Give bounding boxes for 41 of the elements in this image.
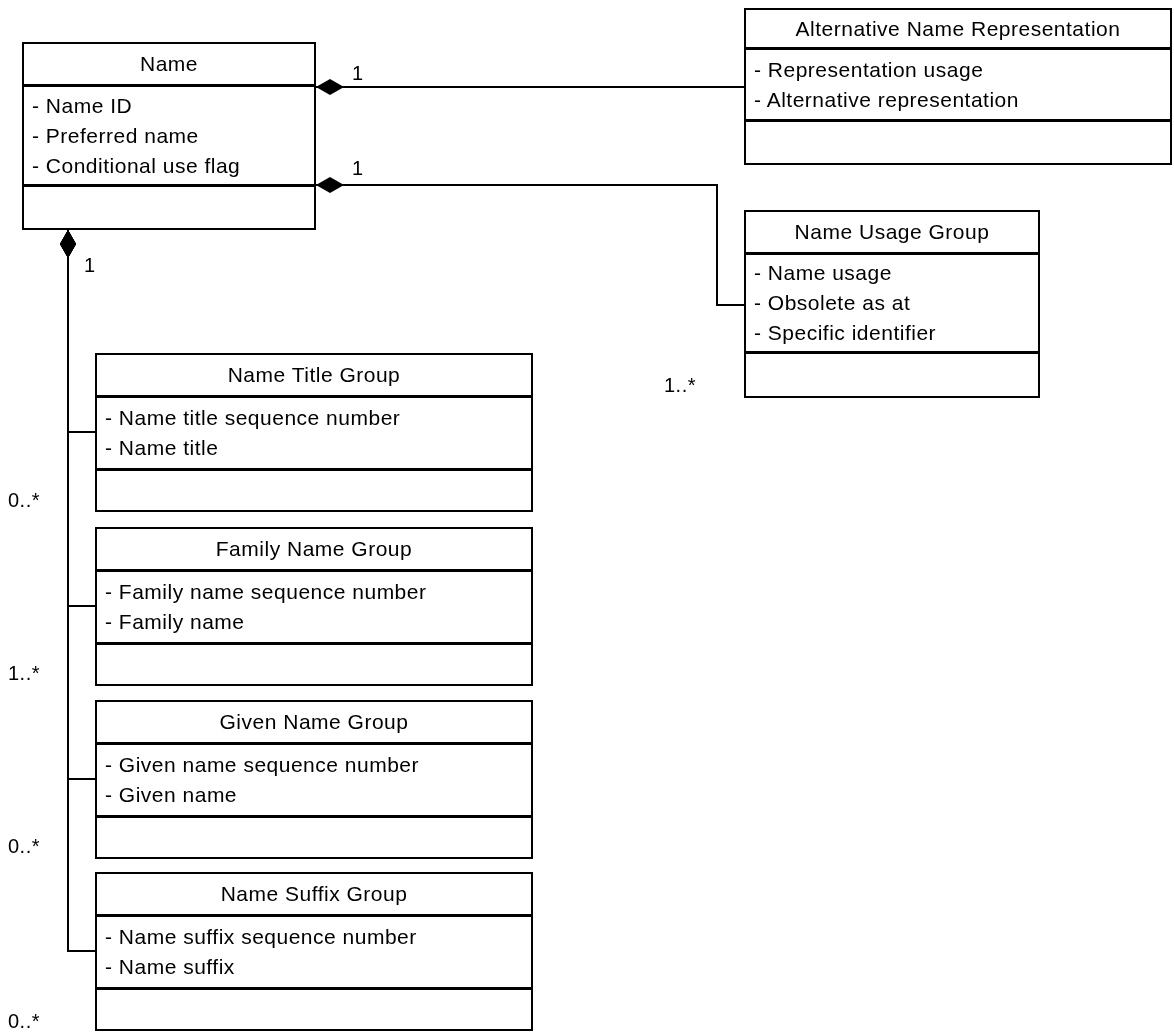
class-box	[744, 8, 1172, 165]
multiplicity-label: 0..*	[8, 1009, 41, 1032]
attribute-text: - Name ID	[32, 92, 134, 119]
attribute-text: - Name suffix	[105, 954, 236, 980]
attribute-text: - Preferred name	[32, 122, 200, 149]
class-name: Name Suffix Group	[220, 881, 408, 908]
attribute-text: - Alternative representation	[754, 86, 1020, 113]
attribute-text: - Name title sequence number	[105, 405, 402, 431]
multiplicity-label: 1	[84, 253, 96, 278]
multiplicity-label: 1	[352, 61, 364, 86]
class-name: Given Name Group	[219, 709, 409, 736]
class-box	[95, 872, 533, 1031]
multiplicity-label: 1..*	[664, 373, 697, 398]
multiplicity-label: 0..*	[8, 834, 41, 859]
class-name: Name	[140, 51, 198, 78]
class-name: Name Usage Group	[794, 219, 990, 246]
multiplicity-label: 1	[352, 156, 364, 181]
attribute-text: - Name suffix sequence number	[105, 924, 418, 950]
composition-line	[60, 229, 96, 952]
attribute-text: - Family name sequence number	[105, 579, 428, 605]
multiplicity-label: 1..*	[8, 661, 41, 686]
class-name: Family Name Group	[215, 536, 413, 563]
class-box	[95, 700, 533, 859]
class-box	[22, 42, 316, 230]
attribute-text: - Representation usage	[754, 56, 985, 83]
class-box	[95, 527, 533, 686]
class-name: Name Title Group	[227, 362, 401, 389]
class-box	[744, 210, 1040, 398]
attribute-text: - Family name	[105, 609, 246, 635]
composition-line	[315, 79, 745, 95]
class-name: Alternative Name Representation	[795, 15, 1121, 42]
attribute-text: - Given name sequence number	[105, 752, 420, 778]
attribute-text: - Given name	[105, 782, 239, 808]
composition-line	[315, 177, 745, 306]
attribute-text: - Specific identifier	[754, 320, 938, 346]
attribute-text: - Obsolete as at	[754, 290, 912, 316]
class-box	[95, 353, 533, 512]
multiplicity-label: 0..*	[8, 488, 41, 513]
attribute-text: - Name title	[105, 435, 220, 461]
attribute-text: - Name usage	[754, 260, 893, 286]
attribute-text: - Conditional use flag	[32, 152, 242, 179]
